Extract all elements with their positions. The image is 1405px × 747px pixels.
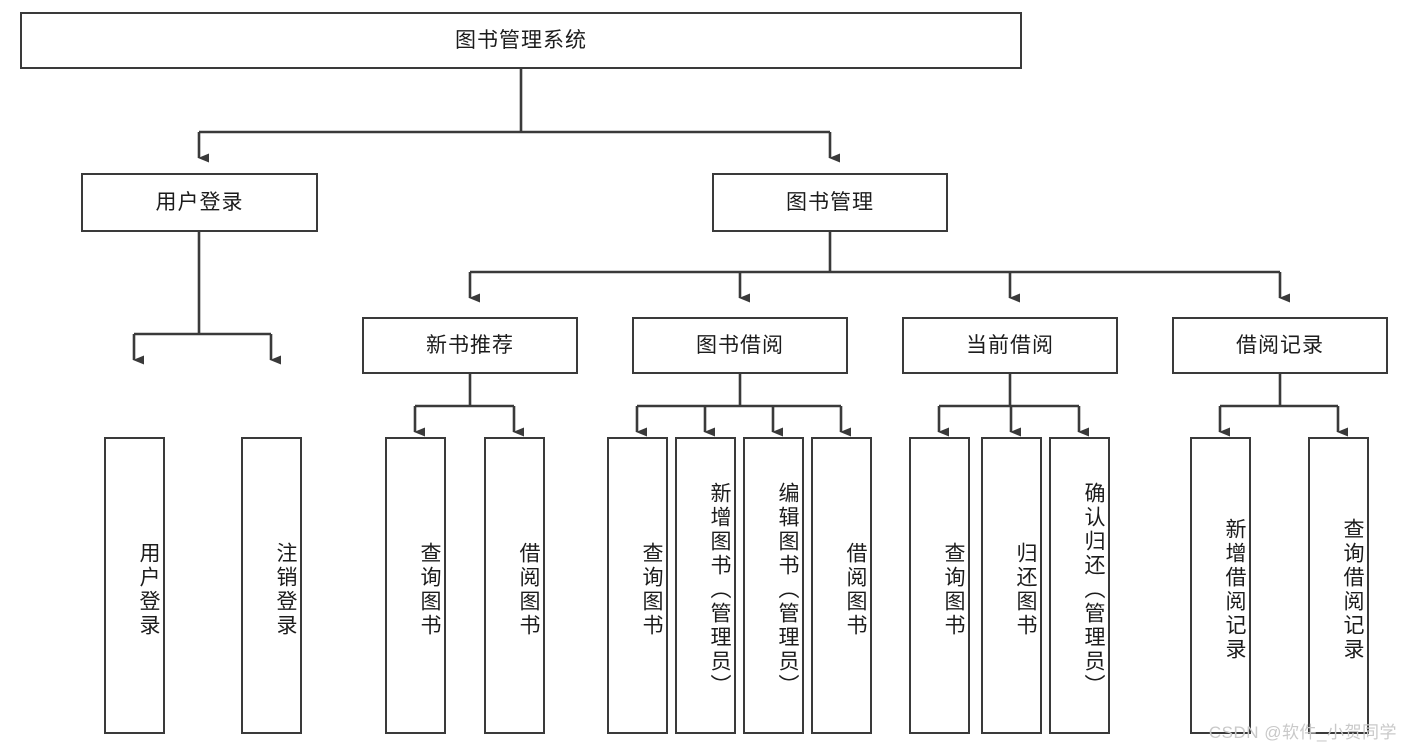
node-label: 编辑图书（管理员） [776,481,799,698]
node-label: 确认归还（管理员） [1082,481,1105,698]
node-label: 借阅图书 [517,541,540,638]
node-level2-借阅记录[interactable]: 借阅记录 [1172,317,1388,374]
node-label: 图书借阅 [696,333,784,357]
node-level2-新书推荐[interactable]: 新书推荐 [362,317,578,374]
node-label: 用户登录 [155,190,244,214]
node-leaf-查询图书[interactable]: 查询图书 [385,437,446,734]
csdn-watermark: CSDN @软件_小贺同学 [1208,723,1397,742]
node-leaf-借阅图书[interactable]: 借阅图书 [484,437,545,734]
node-label: 借阅图书 [844,541,867,638]
node-leaf-新增借阅记录[interactable]: 新增借阅记录 [1190,437,1251,734]
node-leaf-借阅图书[interactable]: 借阅图书 [811,437,872,734]
node-leaf-注销登录[interactable]: 注销登录 [241,437,302,734]
node-leaf-编辑图书管理员[interactable]: 编辑图书（管理员） [743,437,804,734]
node-label: 新增图书（管理员） [708,481,731,698]
node-leaf-查询借阅记录[interactable]: 查询借阅记录 [1308,437,1369,734]
node-label: 图书管理系统 [455,28,587,52]
node-label: 注销登录 [274,541,297,638]
node-label: 新增借阅记录 [1223,517,1246,662]
node-level2-当前借阅[interactable]: 当前借阅 [902,317,1118,374]
node-label: 新书推荐 [426,333,514,357]
node-label: 查询图书 [418,541,441,638]
node-label: 查询图书 [640,541,663,638]
node-label: 归还图书 [1014,541,1037,638]
node-root-图书管理系统[interactable]: 图书管理系统 [20,12,1022,69]
node-leaf-确认归还管理员[interactable]: 确认归还（管理员） [1049,437,1110,734]
node-label: 当前借阅 [966,333,1054,357]
node-leaf-查询图书[interactable]: 查询图书 [909,437,970,734]
node-leaf-用户登录[interactable]: 用户登录 [104,437,165,734]
node-label: 查询图书 [942,541,965,638]
node-leaf-新增图书管理员[interactable]: 新增图书（管理员） [675,437,736,734]
node-level2-图书借阅[interactable]: 图书借阅 [632,317,848,374]
node-label: 图书管理 [786,190,874,214]
node-label: 用户登录 [137,541,160,638]
node-leaf-查询图书[interactable]: 查询图书 [607,437,668,734]
node-label: 借阅记录 [1236,333,1324,357]
node-leaf-归还图书[interactable]: 归还图书 [981,437,1042,734]
node-label: 查询借阅记录 [1341,517,1364,662]
node-level1-用户登录[interactable]: 用户登录 [81,173,318,232]
node-level1-图书管理[interactable]: 图书管理 [712,173,948,232]
